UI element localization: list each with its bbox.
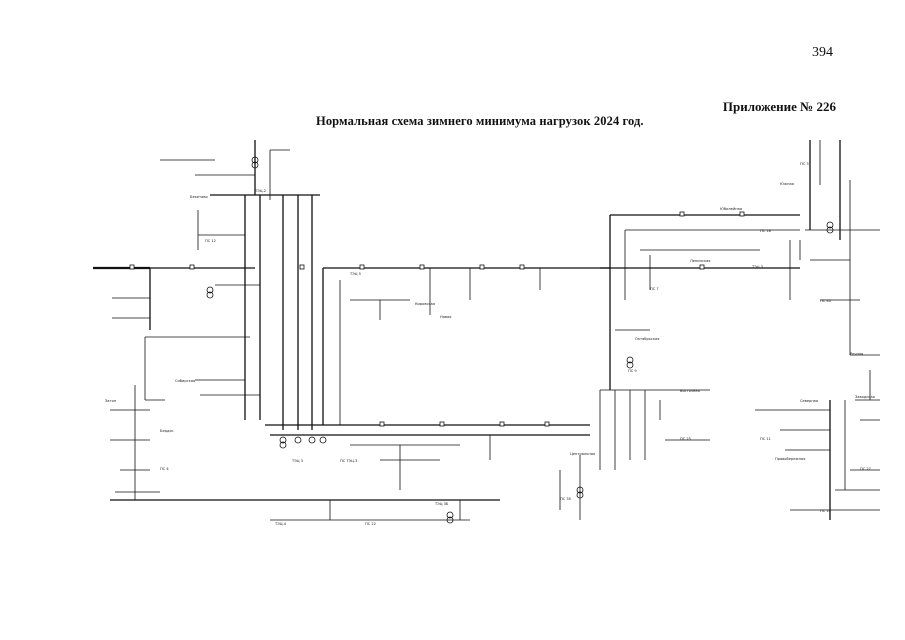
node-label: ПС 7 (650, 287, 659, 291)
page-number: 394 (812, 45, 833, 60)
node-label: Бекетово (190, 195, 208, 199)
node-label: ПС 11 (760, 437, 771, 441)
node-label: Северная (800, 399, 818, 403)
node-label: Юбилейная (720, 207, 742, 211)
node-label: ТЭЦ 3Б (434, 502, 449, 506)
node-label: ПС 9 (628, 369, 637, 373)
node-label: ТЭЦ 3 (291, 459, 303, 463)
equipment-symbols (206, 156, 834, 524)
node-label: Центральная (570, 452, 595, 456)
node-label: Правобережная (775, 457, 805, 461)
node-label: ПС 27 (860, 467, 871, 471)
node-label: Новая (440, 315, 451, 319)
node-label: Сибирская (175, 379, 195, 383)
node-label: Речная (850, 352, 863, 356)
node-label: ТЭЦ-2 (254, 189, 266, 193)
node-label: ТЭЦ-4 (274, 522, 287, 526)
node-label: Восточная (680, 389, 700, 393)
scheme-title: Нормальная схема зимнего минимума нагруз… (316, 114, 644, 128)
node-label: ПС 18 (760, 229, 772, 233)
node-label: ТЭЦ 5 (349, 272, 361, 276)
node-label: ПС 4 (160, 467, 169, 471)
node-label: Кировская (415, 302, 435, 306)
node-label: Затон (105, 399, 117, 403)
node-label: ПС 14 (820, 509, 832, 513)
node-label: Южная (780, 182, 794, 186)
node-label: ПС 40 (820, 299, 832, 303)
node-label: ПС 25 (680, 437, 691, 441)
node-label: Бердск (160, 429, 174, 433)
node-label: ТЭЦ 3 (751, 265, 763, 269)
node-label: ПС 22 (365, 522, 376, 526)
node-label: ПС 12 (205, 239, 216, 243)
node-label: ПС ТЭЦ-3 (340, 459, 357, 463)
node-label: Октябрьская (635, 337, 659, 341)
node-label: ПС 35 (560, 497, 571, 501)
node-label: Ленинская (690, 259, 710, 263)
small-switch-marks (129, 211, 745, 427)
node-label: Заводская (855, 395, 875, 399)
appendix-label: Приложение № 226 (722, 99, 836, 114)
main-busbars (93, 140, 880, 521)
node-label: ПС 31 (800, 162, 811, 166)
